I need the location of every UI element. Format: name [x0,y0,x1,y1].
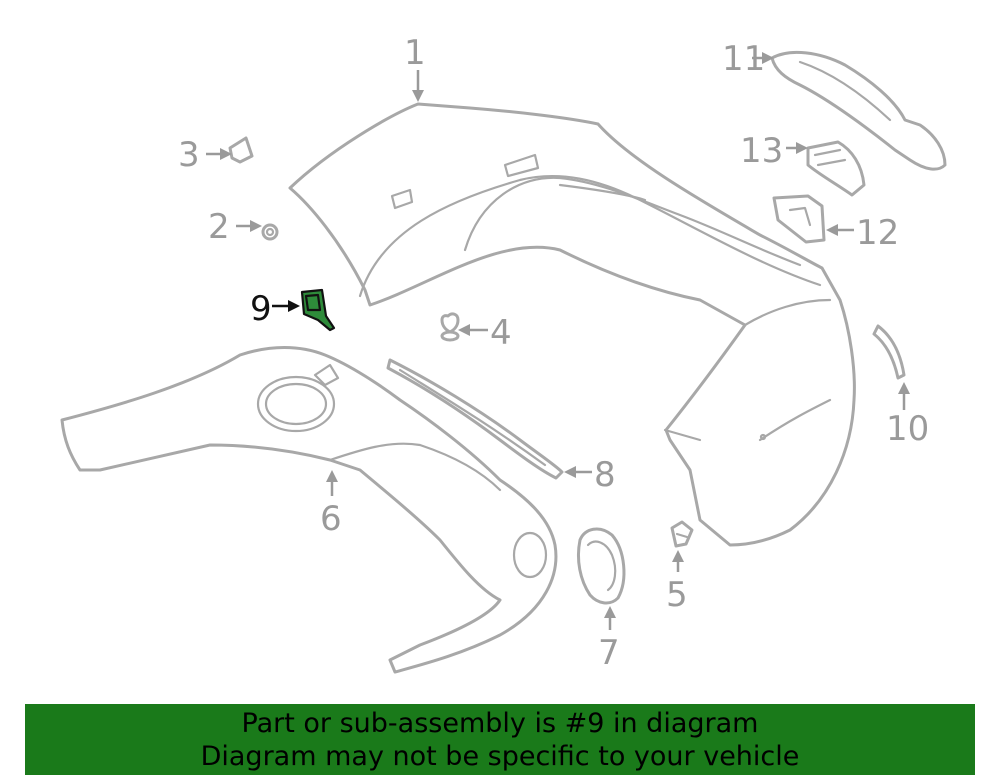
callout-8: 8 [564,455,616,495]
callout-label-7: 7 [598,633,620,673]
callout-5: 5 [666,550,688,615]
callout-label-13: 13 [740,131,783,171]
callout-7: 7 [598,606,620,673]
callout-label-12: 12 [856,213,899,253]
banner-line-1: Part or sub-assembly is #9 in diagram [241,708,759,739]
callout-label-10: 10 [886,409,929,449]
callout-13: 13 [740,131,808,171]
callout-2: 2 [208,207,262,247]
holder-part-12[interactable] [772,194,826,244]
clip-part-5[interactable] [670,520,694,548]
bumper-cover-part[interactable] [288,102,856,547]
callout-label-4: 4 [490,313,512,353]
callout-10: 10 [886,382,929,449]
push-pin-part-4[interactable] [440,312,460,342]
sensor-bracket-part-13[interactable] [806,140,866,197]
nut-part-2[interactable] [261,223,279,241]
callout-11: 11 [722,39,774,79]
lower-diffuser-part[interactable] [60,346,558,674]
callout-label-5: 5 [666,575,688,615]
vent-frame-part[interactable] [576,527,626,605]
callout-1: 1 [404,33,426,102]
callout-label-9: 9 [250,289,272,329]
callout-3: 3 [178,135,232,175]
callout-6: 6 [320,470,342,539]
callout-4: 4 [458,313,512,353]
highlighted-bracket-part-9[interactable] [300,288,336,332]
callout-label-6: 6 [320,499,342,539]
callout-label-1: 1 [404,33,426,73]
callout-label-3: 3 [178,135,200,175]
parts-diagram: 1 2 3 4 5 6 7 8 9 10 [60,33,947,674]
side-strip-part-10[interactable] [872,324,906,380]
bracket-clip-part-3[interactable] [228,136,254,164]
banner-line-2: Diagram may not be specific to your vehi… [200,741,800,772]
callout-label-2: 2 [208,207,230,247]
info-banner: Part or sub-assembly is #9 in diagram Di… [25,704,975,775]
callout-12: 12 [826,213,899,253]
callout-label-11: 11 [722,39,765,79]
trim-strip-part[interactable] [386,358,564,480]
upper-bracket-part-11[interactable] [770,50,947,171]
callout-9: 9 [250,289,300,329]
callout-label-8: 8 [594,455,616,495]
